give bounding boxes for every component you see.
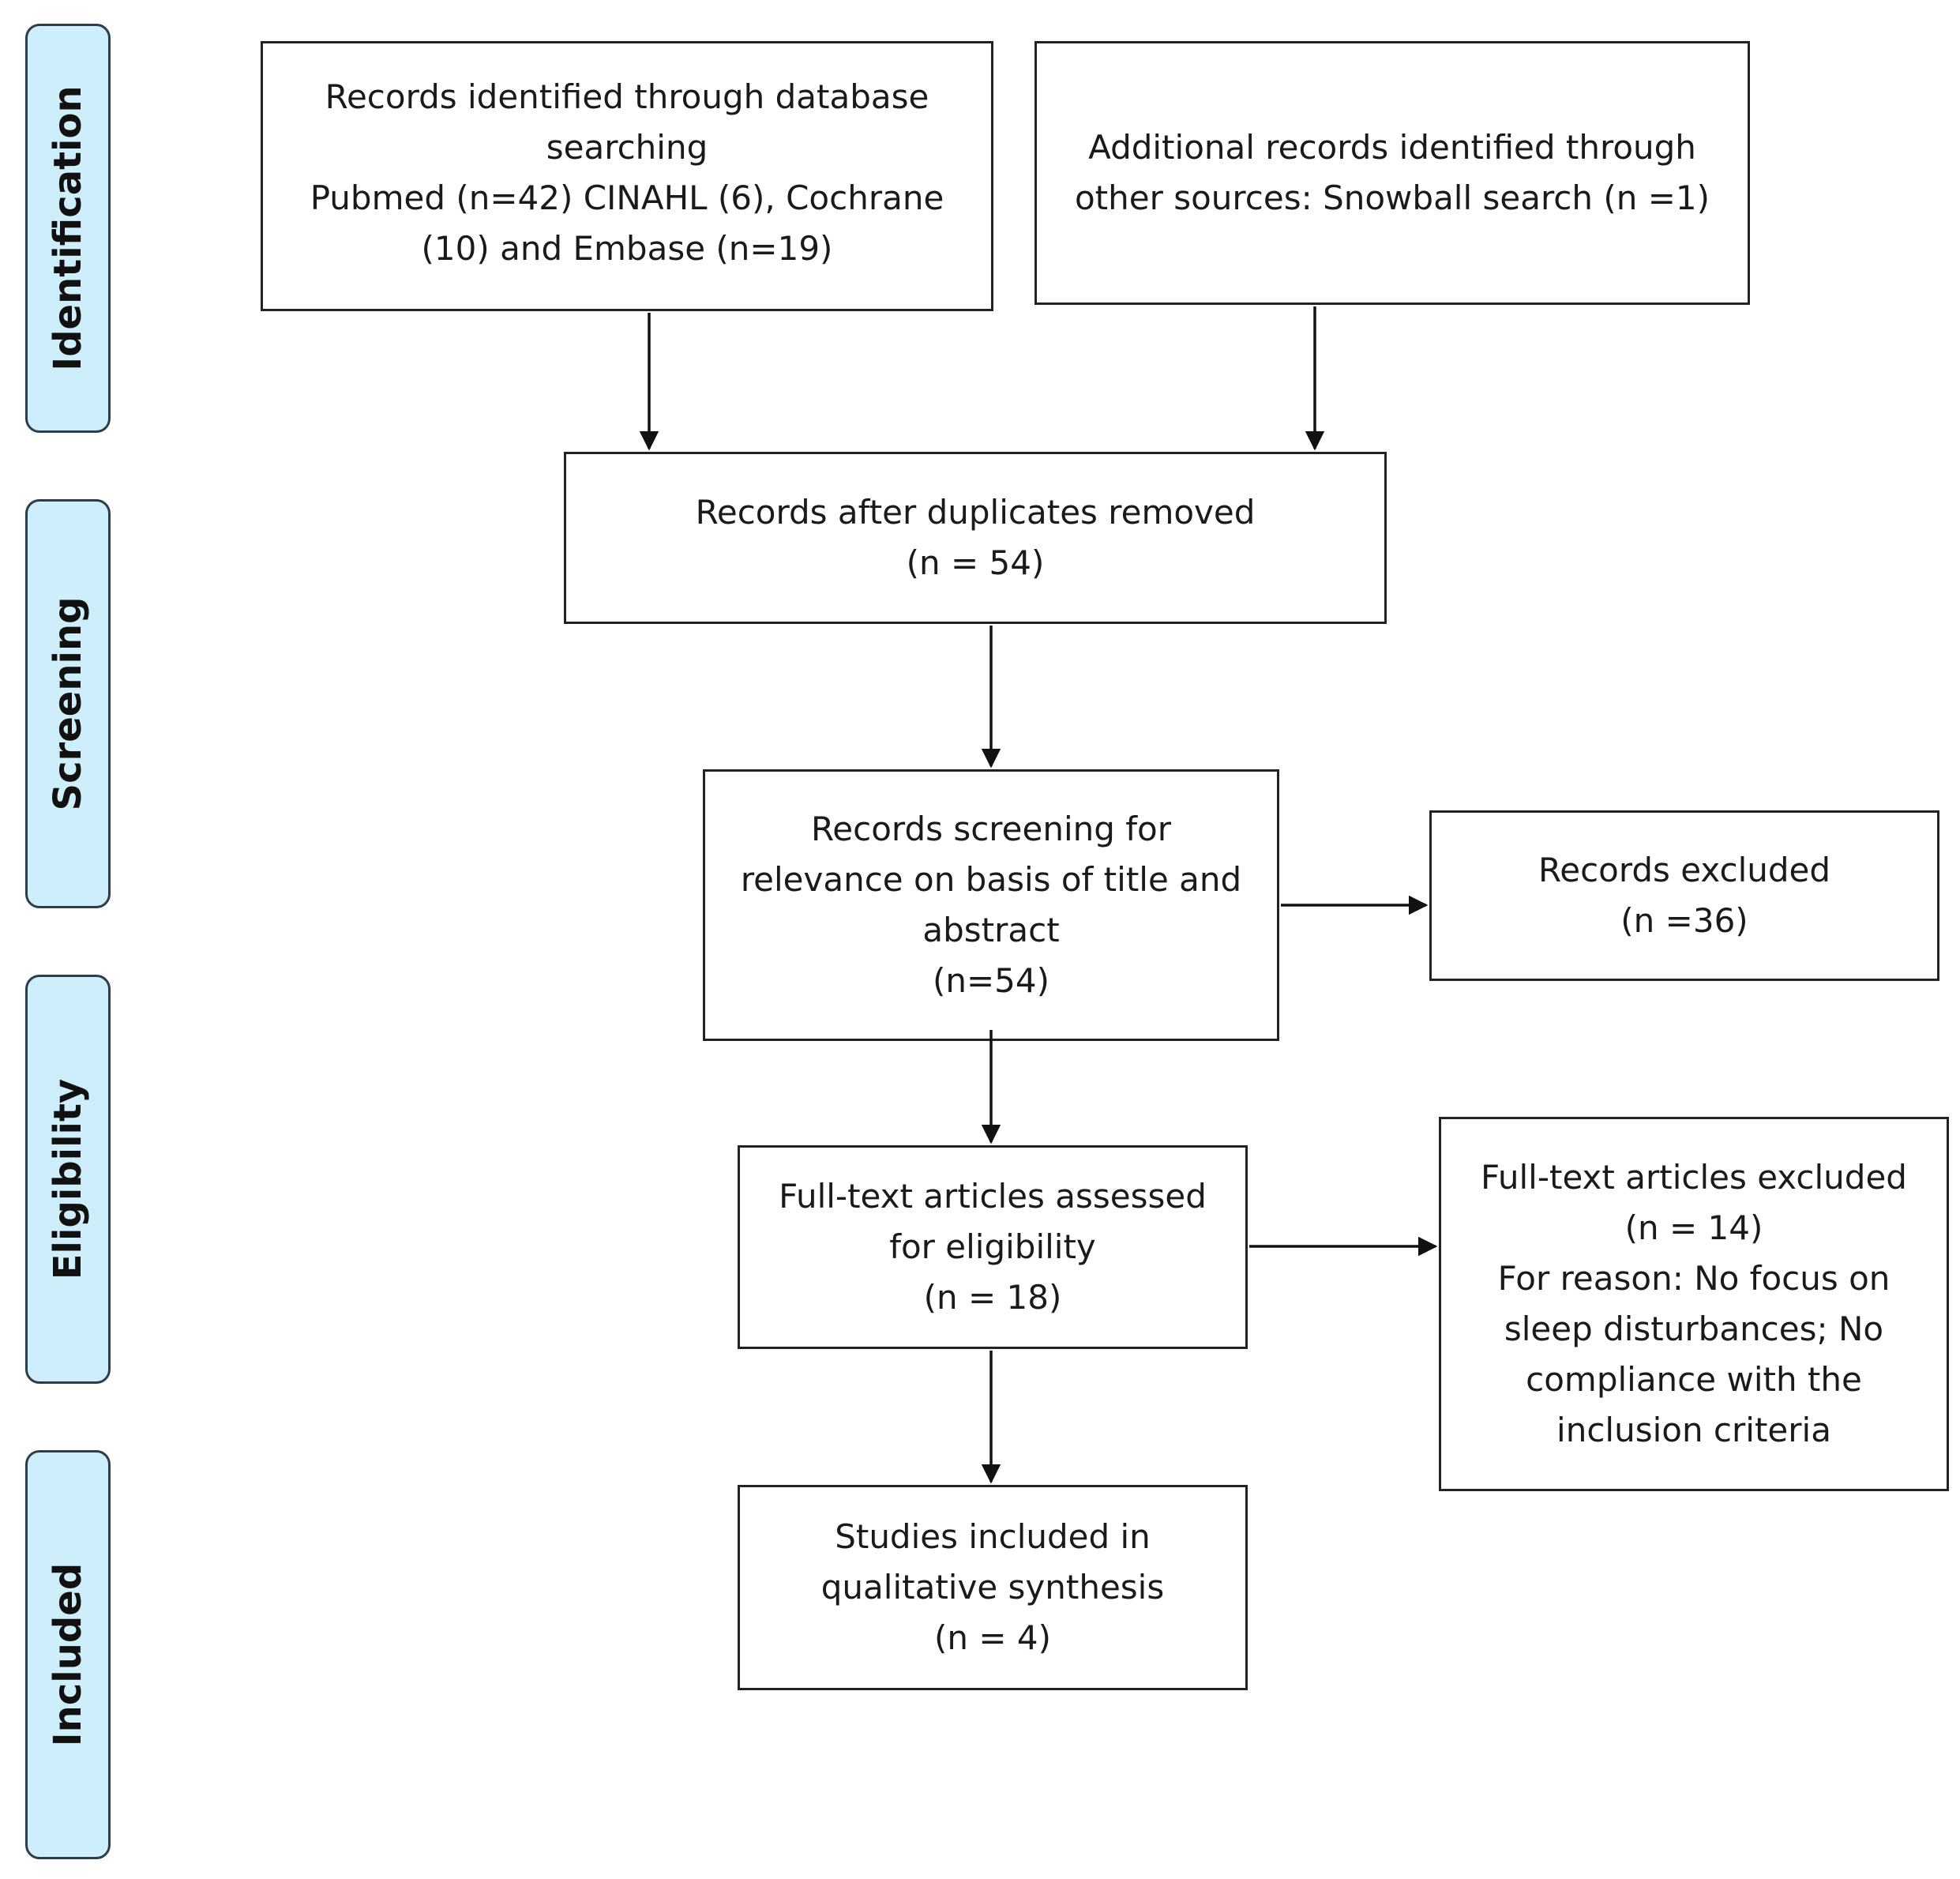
phase-included: Included — [25, 1450, 111, 1859]
database-search-box: Records identified through database sear… — [261, 41, 993, 311]
box-line: Records screening for — [810, 810, 1171, 848]
box-line: (n = 14) — [1624, 1208, 1763, 1247]
box-line: (n = 18) — [923, 1278, 1062, 1317]
box-line: Full-text articles excluded — [1481, 1158, 1907, 1197]
box-line: (10) and Embase (n=19) — [421, 229, 833, 268]
box-line: searching — [546, 128, 708, 167]
box-line: Records excluded — [1538, 851, 1831, 889]
box-line: (n=54) — [932, 961, 1050, 1000]
box-line: (n = 54) — [906, 543, 1045, 582]
fulltext-assessed-box: Full-text articles assessed for eligibil… — [738, 1145, 1248, 1349]
box-line: relevance on basis of title and — [740, 860, 1242, 899]
screening-box: Records screening for relevance on basis… — [703, 769, 1279, 1041]
box-line: (n = 4) — [933, 1618, 1051, 1657]
box-line: Records identified through database — [325, 77, 929, 116]
phase-eligibility: Eligibility — [25, 975, 111, 1384]
box-line: abstract — [922, 911, 1060, 949]
included-box: Studies included in qualitative synthesi… — [738, 1485, 1248, 1690]
box-line: other sources: Snowball search (n =1) — [1074, 179, 1710, 217]
phase-identification: Identification — [25, 24, 111, 433]
phase-screening: Screening — [25, 499, 111, 908]
box-line: inclusion criteria — [1556, 1411, 1831, 1449]
box-line: Pubmed (n=42) CINAHL (6), Cochrane — [310, 179, 944, 217]
box-line: Full-text articles assessed — [779, 1177, 1207, 1216]
duplicates-removed-box: Records after duplicates removed (n = 54… — [564, 452, 1387, 624]
box-line: qualitative synthesis — [820, 1568, 1165, 1607]
box-line: Additional records identified through — [1088, 128, 1696, 167]
box-line: (n =36) — [1620, 901, 1748, 940]
fulltext-excluded-box: Full-text articles excluded (n = 14) For… — [1439, 1117, 1949, 1491]
box-line: sleep disturbances; No — [1504, 1310, 1884, 1348]
box-line: Records after duplicates removed — [695, 493, 1256, 532]
box-line: Studies included in — [835, 1517, 1151, 1556]
box-line: For reason: No focus on — [1497, 1259, 1891, 1298]
records-excluded-box: Records excluded (n =36) — [1429, 810, 1939, 981]
other-sources-box: Additional records identified through ot… — [1034, 41, 1750, 305]
box-line: compliance with the — [1526, 1360, 1862, 1399]
box-line: for eligibility — [889, 1227, 1096, 1266]
